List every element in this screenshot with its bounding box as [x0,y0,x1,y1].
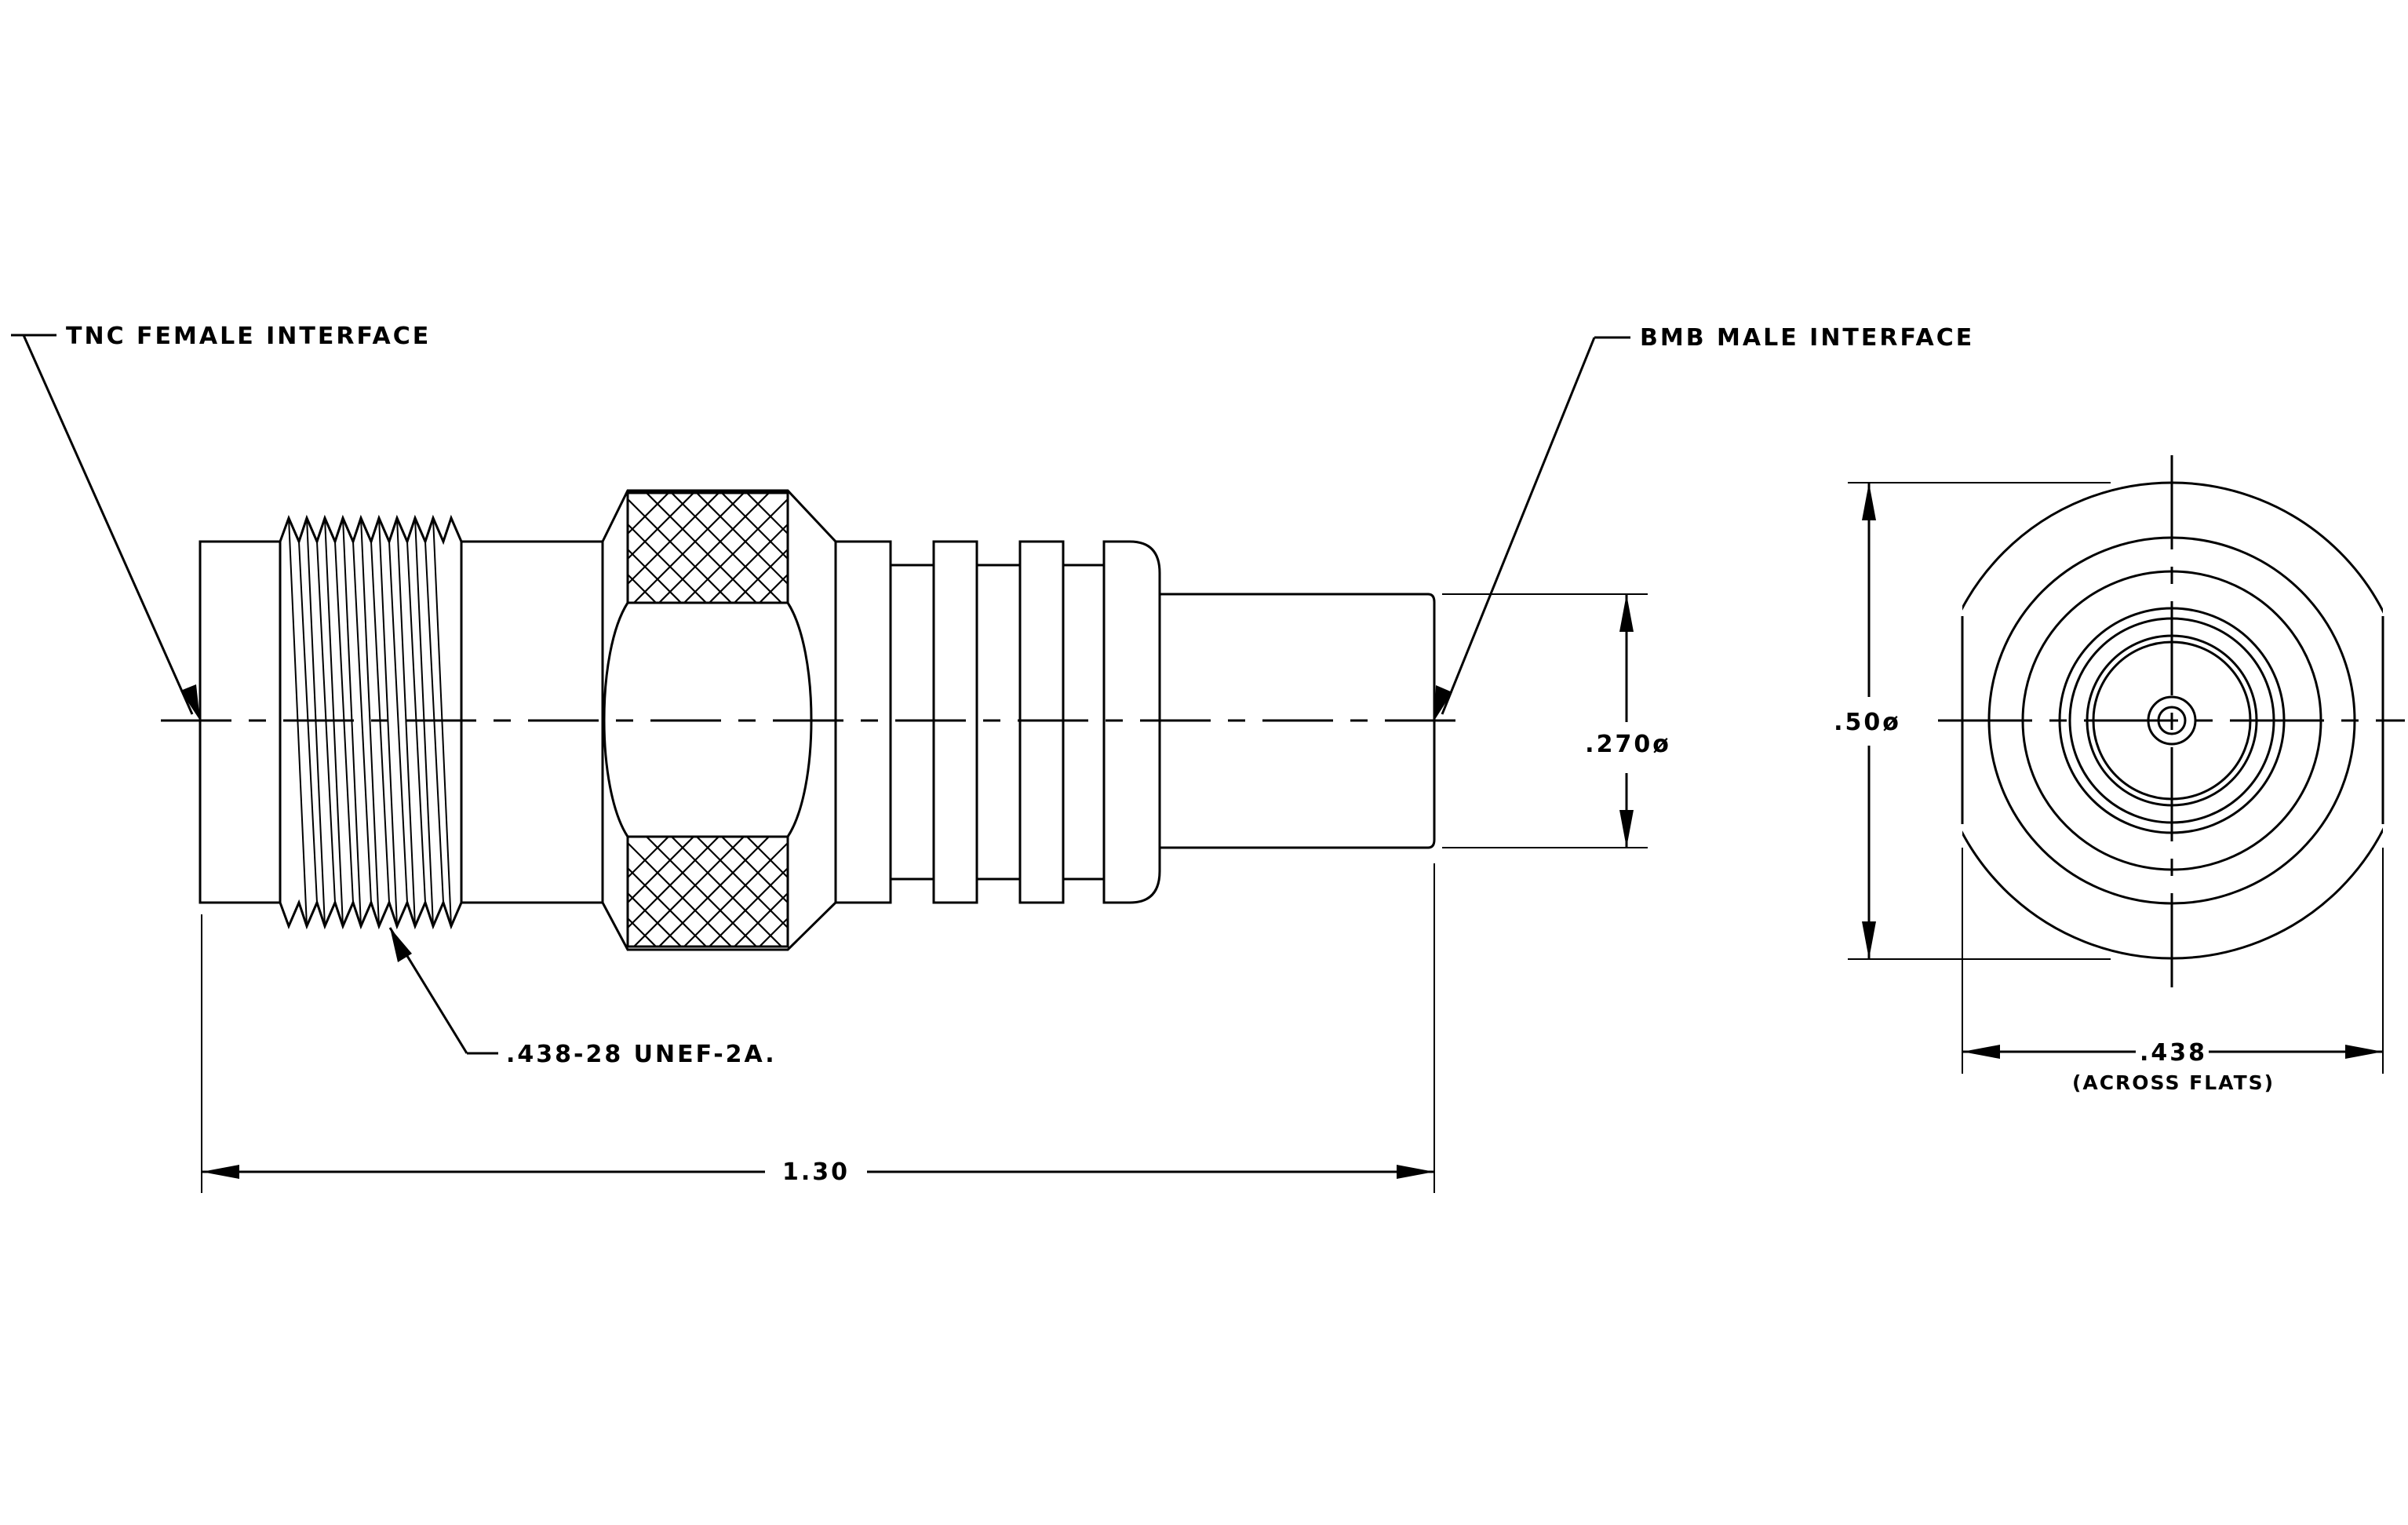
ring-1 [1987,536,2356,905]
across-flats-value-label: .438 [2140,1039,2207,1067]
thread-spec-leader [388,927,498,1055]
bmb-interface-leader [1434,336,1630,721]
center-pin-outer [2147,695,2197,746]
overall-length-label: 1.30 [782,1158,850,1186]
tnc-female-interface-label: TNC FEMALE INTERFACE [66,323,431,350]
body-diameter-label: .50ø [1834,709,1901,736]
ring-2 [2021,570,2322,871]
thread-spec-label: .438-28 UNEF-2A. [506,1041,777,1068]
tnc-front-body [199,540,282,904]
ring-6 [2092,640,2252,801]
tnc-interface-leader [11,334,200,721]
ring-3 [2058,607,2286,834]
across-flats-dimension [1962,848,2384,1074]
tnc-neck [460,540,604,904]
outer-body-circle [1962,481,2383,960]
overall-length-dimension [201,863,1435,1193]
bmb-grooved-body [834,540,1161,904]
body-diameter-dimension [1848,482,2111,960]
bmb-shank [1160,593,1436,849]
center-pin-inner [2157,706,2187,735]
side-view: TNC FEMALE INTERFACE BMB MALE INTERFACE … [11,323,1974,1193]
thread-section [279,514,463,930]
pin-diameter-label: .270ø [1585,731,1671,758]
ring-5 [2086,634,2258,807]
ring-4 [2068,617,2275,824]
across-flats-note-label: (ACROSS FLATS) [2072,1071,2275,1094]
bmb-male-interface-label: BMB MALE INTERFACE [1640,324,1974,352]
pin-diameter-dimension [1442,593,1648,848]
end-view: .50ø .438 (ACROSS FLATS) [1834,455,2405,1094]
